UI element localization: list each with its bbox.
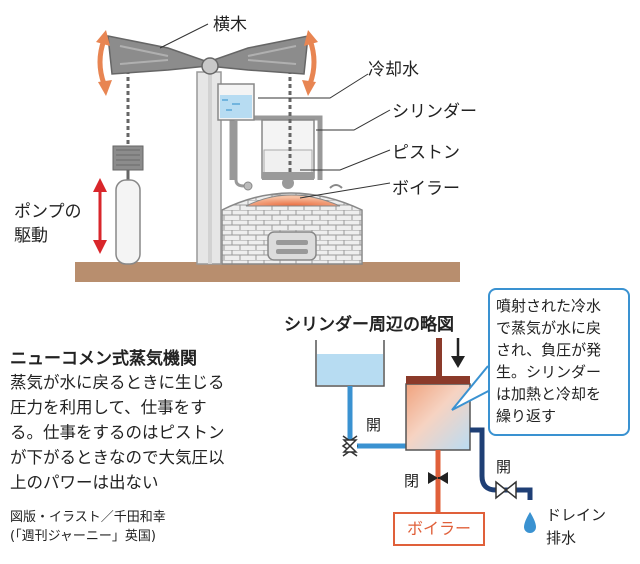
article-title: ニューコメン式蒸気機関 bbox=[10, 349, 197, 369]
leader-piston bbox=[300, 149, 391, 171]
callout-line: 生。シリンダー bbox=[496, 363, 602, 381]
beam bbox=[107, 35, 309, 75]
article-line: が下がるときなので大気圧以 bbox=[10, 448, 225, 467]
label-cooling-water: 冷却水 bbox=[368, 60, 419, 80]
piston-down-arrow bbox=[451, 356, 465, 368]
leader-boiler bbox=[299, 182, 391, 199]
schematic-piston bbox=[406, 376, 470, 384]
ground bbox=[75, 262, 460, 282]
label-cylinder: シリンダー bbox=[392, 102, 477, 122]
label-piston: ピストン bbox=[392, 143, 460, 163]
callout-line: で蒸気が水に戻 bbox=[496, 319, 602, 337]
credit-line: (「週刊ジャーニー」英国) bbox=[10, 529, 156, 544]
callout-line: 噴射された冷水 bbox=[496, 297, 602, 315]
label-pump-drive-2: 駆動 bbox=[14, 226, 48, 246]
credit-line: 図版・イラスト／千田和幸 bbox=[10, 510, 166, 525]
article-body: 蒸気が水に戻るときに生じる 圧力を利用して、仕事をす る。仕事をするのはピストン… bbox=[10, 370, 272, 495]
left-rocking-arrow bbox=[97, 39, 107, 85]
open-valve-left bbox=[342, 439, 358, 453]
credit: 図版・イラスト／千田和幸 (「週刊ジャーニー」英国) bbox=[10, 508, 260, 546]
schematic-boiler-box: ボイラー bbox=[393, 512, 485, 546]
drain-label-2: 排水 bbox=[546, 529, 577, 547]
article-line: 上のパワーは出ない bbox=[10, 473, 159, 492]
callout-line: 繰り返す bbox=[496, 407, 557, 425]
article-line: 蒸気が水に戻るときに生じる bbox=[10, 373, 225, 392]
drain-label-1: ドレイン bbox=[546, 506, 607, 524]
label-boiler: ボイラー bbox=[392, 179, 460, 199]
right-rocking-arrow bbox=[307, 39, 317, 85]
callout-line: され、負圧が発 bbox=[496, 341, 602, 359]
callout-line: は加熱と冷却を bbox=[496, 385, 602, 403]
open-valve-right bbox=[504, 480, 517, 500]
piston-plate bbox=[262, 172, 314, 180]
schematic-piston-rod bbox=[436, 338, 442, 376]
water-drop-icon bbox=[524, 512, 536, 533]
schematic-title: シリンダー周辺の略図 bbox=[284, 315, 454, 335]
boiler-brickwork bbox=[221, 192, 363, 265]
callout-pointer bbox=[451, 365, 499, 411]
leader-cooling-water bbox=[258, 73, 369, 99]
article-line: 圧力を利用して、仕事をす bbox=[10, 398, 207, 417]
callout-box: 噴射された冷水 で蒸気が水に戻 され、負圧が発 生。シリンダー は加熱と冷却を … bbox=[488, 288, 630, 436]
label-beam: 横木 bbox=[213, 15, 247, 35]
valve-label-open-right: 開 bbox=[496, 458, 512, 476]
valve-label-open-left: 開 bbox=[366, 416, 382, 434]
boiler-dome bbox=[245, 194, 341, 207]
leader-cylinder bbox=[316, 109, 391, 131]
firebox-door bbox=[267, 231, 317, 261]
leader-beam bbox=[159, 23, 209, 49]
valve-label-closed: 閉 bbox=[404, 472, 420, 490]
beam-pivot bbox=[201, 57, 219, 75]
pump-rod bbox=[115, 179, 141, 265]
schematic-cylinder bbox=[405, 383, 471, 451]
article-line: る。仕事をするのはピストン bbox=[10, 423, 225, 442]
label-pump-drive-1: ポンプの bbox=[14, 202, 82, 222]
